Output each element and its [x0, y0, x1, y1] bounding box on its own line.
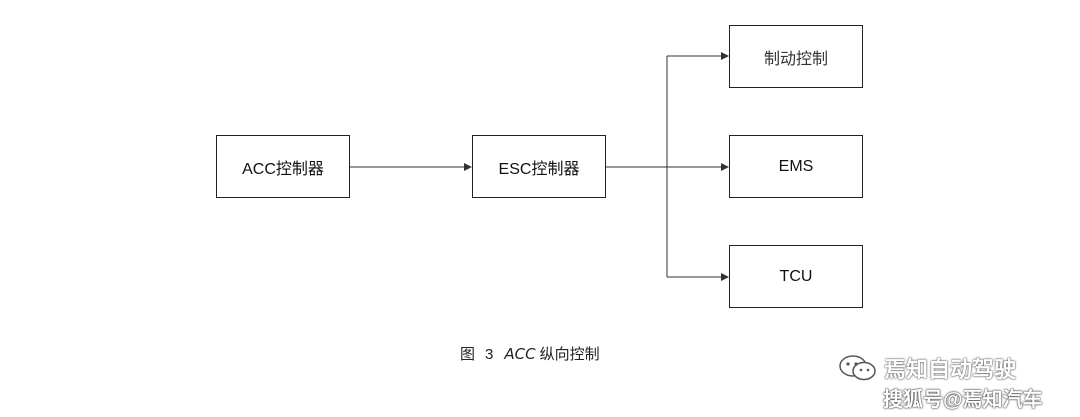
wechat-icon [839, 355, 876, 381]
node-ems-label: EMS [778, 157, 814, 175]
caption-number: 3 [485, 346, 495, 363]
node-ems: EMS [729, 135, 863, 198]
node-esc-controller: ESC控制器 [472, 135, 606, 198]
watermark-source: 搜狐号@焉知汽车 [883, 389, 1043, 411]
node-tcu: TCU [729, 245, 863, 308]
node-esc-label: ESC控制器 [498, 160, 580, 178]
caption-prefix: 图 [460, 346, 476, 363]
node-brake-control: 制动控制 [729, 25, 863, 88]
figure-caption: 图 3 ACC 纵向控制 [460, 343, 600, 364]
watermark-account-name: 焉知自动驾驶 [884, 357, 1017, 382]
node-brake-label: 制动控制 [763, 50, 828, 68]
caption-en: ACC [504, 345, 536, 363]
node-acc-label: ACC控制器 [242, 160, 324, 178]
caption-cn: 纵向控制 [539, 346, 600, 363]
node-tcu-label: TCU [779, 267, 813, 285]
watermark-account: 焉知自动驾驶 [838, 352, 1016, 384]
node-acc-controller: ACC控制器 [216, 135, 350, 198]
